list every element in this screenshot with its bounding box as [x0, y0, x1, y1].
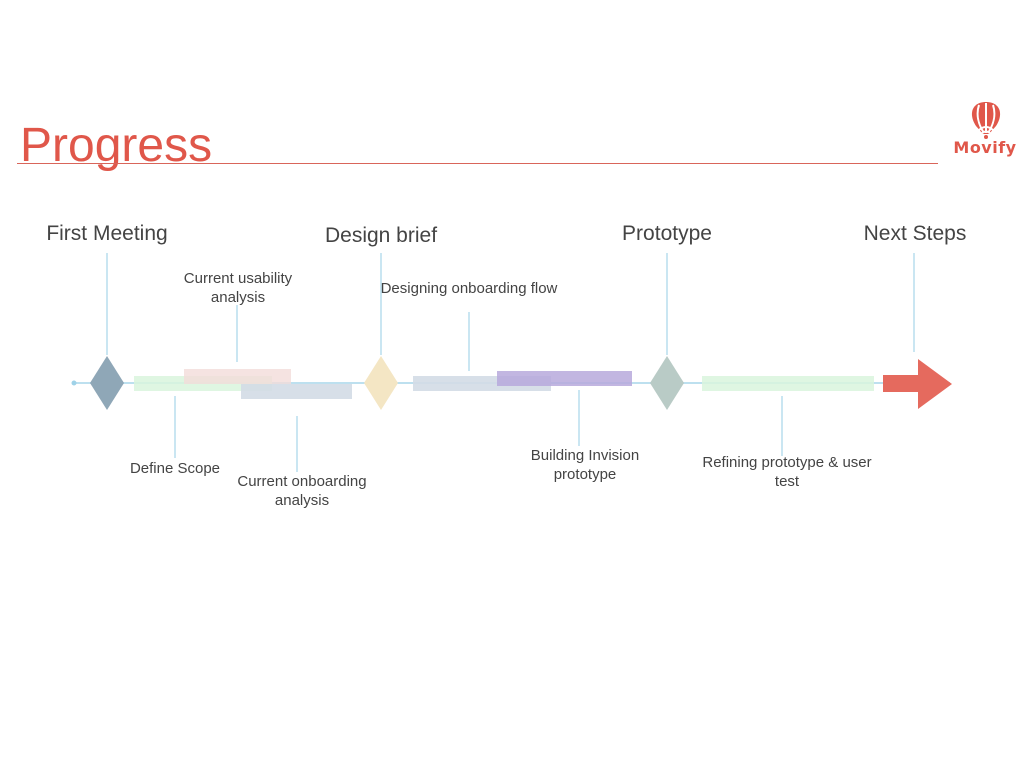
- milestone-diamond-first-meeting: [90, 356, 124, 410]
- task-bar-current-usability: [184, 369, 291, 384]
- task-bar-building-invision: [497, 371, 632, 386]
- title-divider: [17, 163, 938, 164]
- next-steps-arrow-icon: [883, 359, 952, 409]
- milestone-label-design-brief: Design brief: [324, 224, 438, 247]
- task-label-building-invision: Building Invision prototype: [530, 447, 640, 483]
- milestone-diamond-prototype: [650, 356, 684, 410]
- task-bar-refining-prototype: [702, 376, 874, 391]
- task-label-define-scope: Define Scope: [129, 460, 221, 477]
- task-label-designing-onboarding: Designing onboarding flow: [380, 280, 558, 297]
- milestone-label-prototype: Prototype: [622, 222, 712, 245]
- balloon-wifi-icon: [971, 102, 1001, 139]
- task-bar-current-onboarding: [241, 384, 352, 399]
- logo-text: Movify: [953, 138, 1017, 157]
- task-label-current-onboarding: Current onboarding analysis: [237, 473, 367, 509]
- milestone-label-first-meeting: First Meeting: [46, 222, 168, 245]
- movify-logo: Movify: [950, 100, 1022, 160]
- task-label-current-usability: Current usability analysis: [183, 270, 293, 306]
- milestone-label-next-steps: Next Steps: [863, 222, 967, 245]
- timeline-start-dot: [71, 380, 77, 386]
- task-label-refining-prototype: Refining prototype & user test: [702, 454, 872, 490]
- milestone-diamond-design-brief: [364, 356, 398, 410]
